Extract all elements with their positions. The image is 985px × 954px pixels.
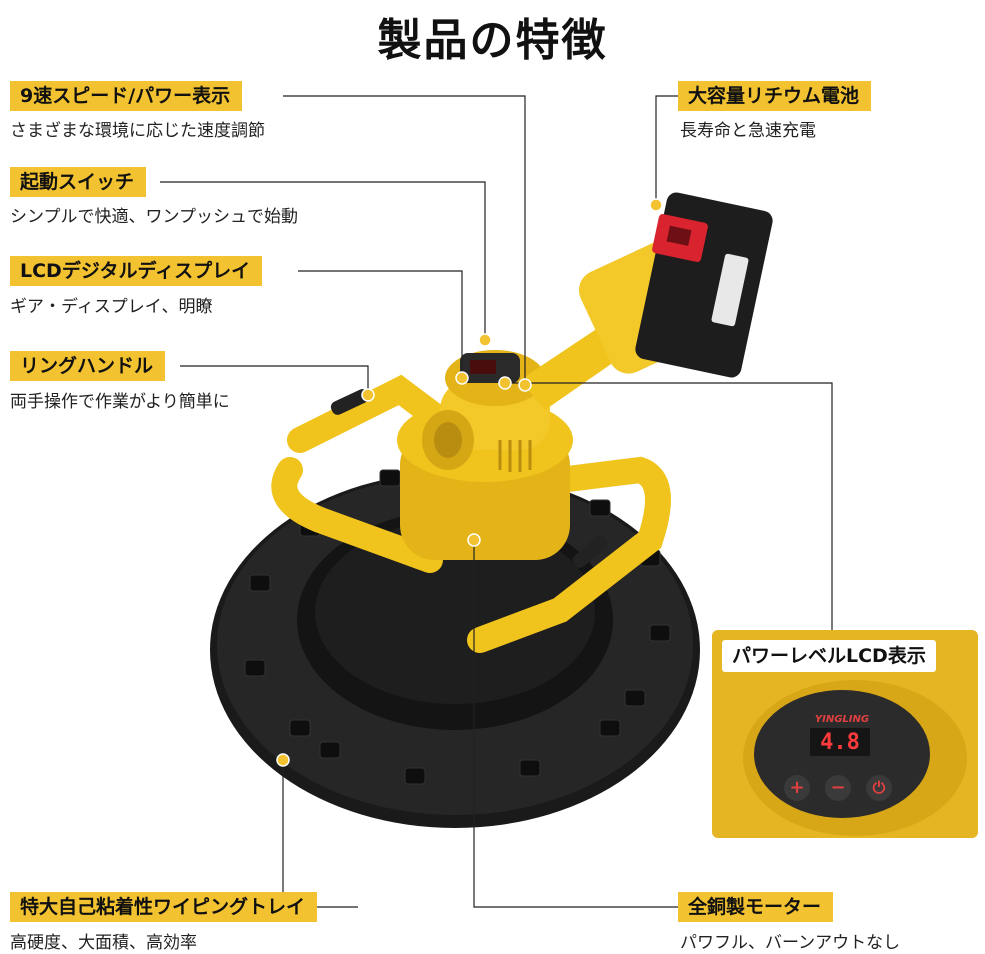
feature-tray-label: 特大自己粘着性ワイピングトレイ	[10, 892, 318, 922]
feature-battery-label: 大容量リチウム電池	[678, 81, 872, 111]
feature-switch-desc: シンプルで快適、ワンプッシュで始動	[10, 207, 298, 227]
feature-motor-desc: パワフル、バーンアウトなし	[680, 933, 901, 953]
feature-tray-desc: 高硬度、大面積、高効率	[10, 933, 197, 953]
lcd-readout: 4.8	[820, 730, 860, 755]
minus-button[interactable]: −	[825, 775, 851, 801]
brand-logo: YINGLING	[814, 714, 870, 725]
battery-pack	[635, 192, 773, 378]
power-icon: ⏻	[872, 778, 886, 797]
feature-speed-desc: さまざまな環境に応じた速度調節	[10, 121, 265, 141]
plus-button[interactable]: +	[784, 775, 810, 801]
minus-icon: −	[830, 777, 846, 798]
lcd-closeup-inset: パワーレベルLCD表示 YINGLING 4.8 + − ⏻	[712, 630, 978, 838]
page-title: 製品の特徴	[377, 15, 608, 66]
feature-speed-label: 9速スピード/パワー表示	[10, 81, 243, 111]
feature-switch-label: 起動スイッチ	[10, 167, 147, 197]
feature-lcd-label: LCDデジタルディスプレイ	[10, 256, 263, 286]
feature-handle-desc: 両手操作で作業がより簡単に	[10, 392, 230, 412]
crosshair-icon	[276, 198, 663, 767]
motor-housing	[397, 350, 573, 560]
feature-motor-label: 全銅製モーター	[678, 892, 834, 922]
power-button[interactable]: ⏻	[866, 775, 892, 801]
feature-battery-desc: 長寿命と急速充電	[680, 121, 816, 141]
feature-handle-label: リングハンドル	[10, 351, 166, 381]
feature-lcd-desc: ギア・ディスプレイ、明瞭	[10, 297, 213, 317]
plus-icon: +	[789, 777, 805, 798]
inset-label: パワーレベルLCD表示	[722, 640, 936, 672]
